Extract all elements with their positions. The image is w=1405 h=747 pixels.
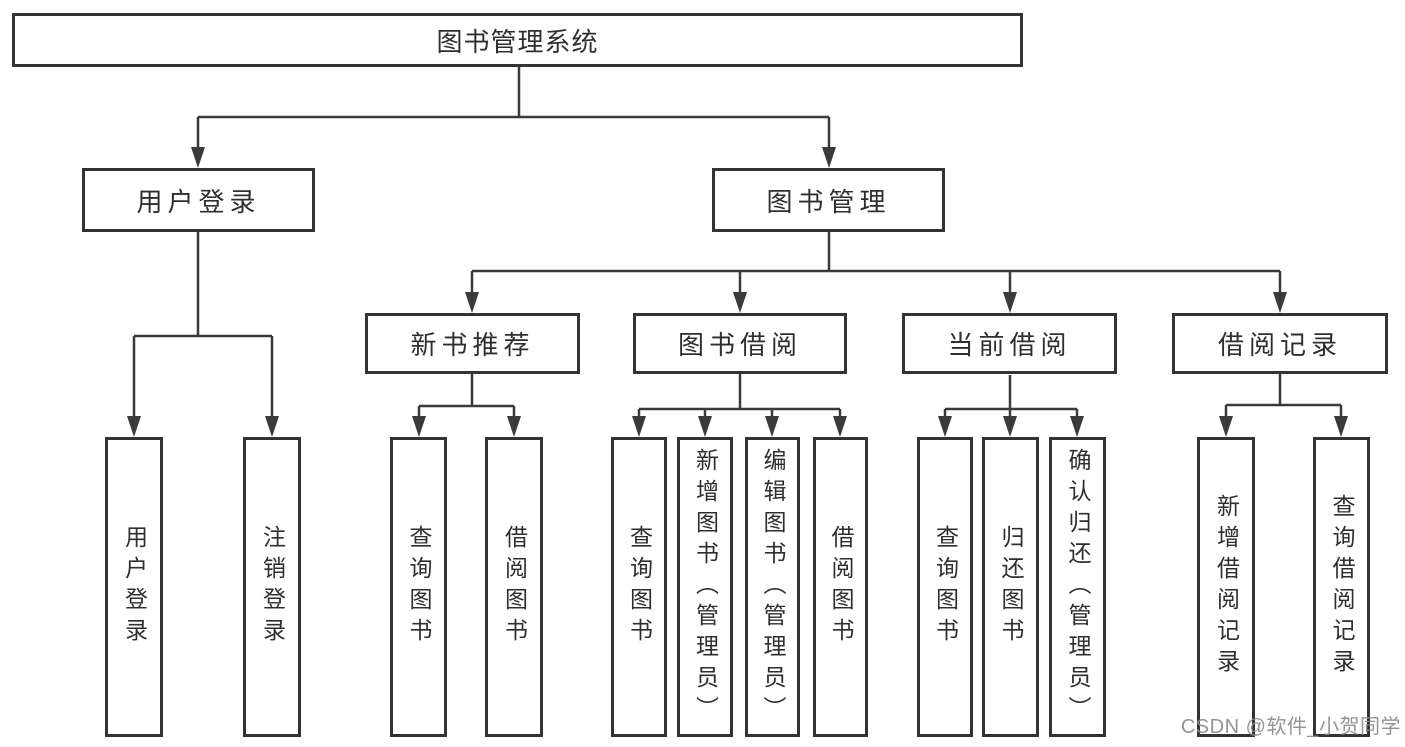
leaf-label: 查询图书 (932, 525, 959, 649)
leaf-user-login: 用户登录 (105, 437, 163, 737)
node-user-login: 用户登录 (82, 168, 315, 232)
leaf-return-books: 归还图书 (982, 437, 1039, 737)
leaf-label: 确认归还（管理员） (1065, 447, 1091, 727)
node-label: 当前借阅 (947, 330, 1072, 360)
node-label: 图书管理 (766, 186, 891, 217)
leaf-label: 新增借阅记录 (1213, 494, 1240, 680)
leaf-add-borrow-record: 新增借阅记录 (1197, 437, 1255, 737)
node-book-borrowing: 图书借阅 (633, 313, 847, 374)
node-label: 新书推荐 (410, 330, 535, 360)
leaf-label: 归还图书 (998, 525, 1024, 649)
leaf-label: 编辑图书（管理员） (760, 447, 786, 727)
leaf-label: 注销登录 (259, 525, 286, 649)
csdn-watermark: CSDN @软件_小贺同学 (1180, 716, 1401, 738)
leaf-label: 查询图书 (626, 525, 653, 649)
leaf-borrow-books: 借阅图书 (813, 437, 868, 737)
node-library-management-system: 图书管理系统 (12, 13, 1023, 67)
leaf-borrow-books: 借阅图书 (485, 437, 543, 737)
leaf-label: 新增图书（管理员） (692, 447, 719, 727)
leaf-query-books: 查询图书 (917, 437, 973, 737)
leaf-label: 查询图书 (406, 525, 432, 649)
leaf-label: 查询借阅记录 (1329, 494, 1355, 680)
leaf-logout: 注销登录 (243, 437, 301, 737)
leaf-add-books-admin: 新增图书（管理员） (677, 437, 733, 737)
leaf-label: 借阅图书 (828, 525, 854, 649)
leaf-confirm-return-admin: 确认归还（管理员） (1049, 437, 1106, 737)
node-label: 图书借阅 (677, 330, 802, 360)
leaf-label: 用户登录 (121, 525, 148, 649)
node-label: 用户登录 (136, 186, 261, 217)
node-book-management: 图书管理 (712, 168, 945, 232)
leaf-query-books: 查询图书 (390, 437, 447, 737)
node-current-borrowing: 当前借阅 (902, 313, 1117, 374)
node-label: 图书管理系统 (436, 26, 599, 57)
leaf-label: 借阅图书 (501, 525, 528, 649)
leaf-query-books: 查询图书 (611, 437, 667, 737)
node-label: 借阅记录 (1217, 330, 1342, 360)
leaf-query-borrow-record: 查询借阅记录 (1313, 437, 1370, 737)
node-borrowing-records: 借阅记录 (1172, 313, 1388, 374)
node-new-book-recommendation: 新书推荐 (365, 313, 580, 374)
leaf-edit-books-admin: 编辑图书（管理员） (745, 437, 800, 737)
